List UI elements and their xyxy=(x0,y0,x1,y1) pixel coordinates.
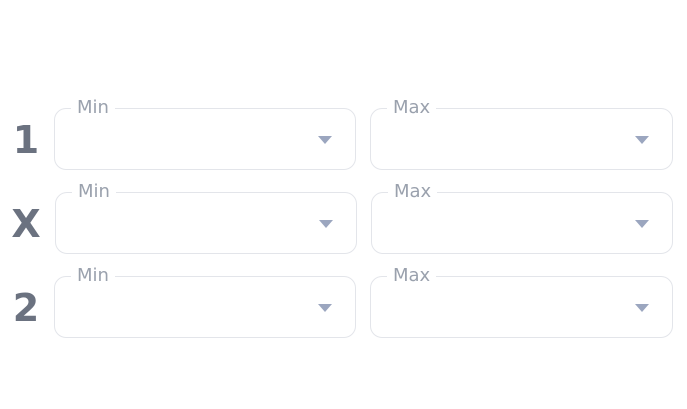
min-select-1[interactable]: Min xyxy=(54,97,356,170)
row-label-x: X xyxy=(11,202,41,246)
min-select-2[interactable]: Min xyxy=(54,265,356,338)
chevron-down-icon xyxy=(635,220,649,228)
chevron-down-icon xyxy=(635,304,649,312)
chevron-down-icon xyxy=(319,220,333,228)
min-select-label: Min xyxy=(71,97,115,119)
row-label-2: 2 xyxy=(12,286,40,330)
max-select-2[interactable]: Max xyxy=(370,265,673,338)
max-select-label: Max xyxy=(388,181,438,203)
max-select-1[interactable]: Max xyxy=(370,97,673,170)
chevron-down-icon xyxy=(635,136,649,144)
min-select-x[interactable]: Min xyxy=(55,181,357,254)
row-label-1: 1 xyxy=(12,118,40,162)
chevron-down-icon xyxy=(318,304,332,312)
max-select-label: Max xyxy=(387,97,437,119)
max-select-label: Max xyxy=(387,265,437,287)
chevron-down-icon xyxy=(318,136,332,144)
min-select-label: Min xyxy=(72,181,116,203)
max-select-x[interactable]: Max xyxy=(371,181,673,254)
min-select-label: Min xyxy=(71,265,115,287)
